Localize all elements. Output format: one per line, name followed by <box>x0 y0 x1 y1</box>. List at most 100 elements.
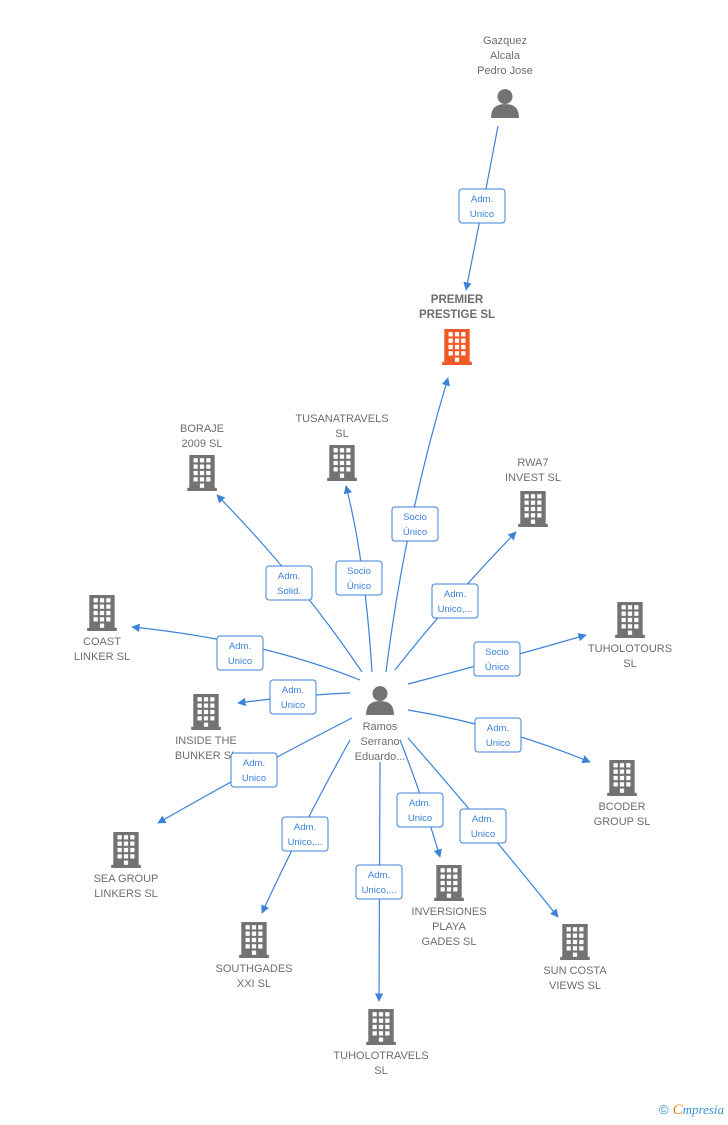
edge-role-label[interactable]: Adm. Unico <box>458 188 506 224</box>
node-southgades[interactable]: SOUTHGADES XXI SL <box>215 922 293 990</box>
edge-role-label[interactable]: Adm. Solid. <box>265 565 313 601</box>
edge-label-text: Adm. <box>278 571 300 582</box>
node-label: Alcala <box>490 50 521 62</box>
edge-label-box <box>216 635 264 671</box>
edge-role-label[interactable]: Adm. Unico <box>230 752 278 788</box>
edge-label-box <box>269 679 317 715</box>
footer-brand[interactable]: ©Cmpresia <box>659 1102 724 1119</box>
node-label: VIEWS SL <box>549 980 601 992</box>
node-label: Ramos <box>363 721 398 733</box>
person-icon <box>491 89 519 118</box>
node-label: 2009 SL <box>182 438 223 450</box>
edge-label-text: Unico <box>281 700 305 711</box>
node-label: RWA7 <box>517 457 548 469</box>
edge-label-box <box>265 565 313 601</box>
node-label: BCODER <box>598 801 645 813</box>
edge-label-text: Adm. <box>409 798 431 809</box>
edge-label-text: Adm. <box>471 194 493 205</box>
node-label: BORAJE <box>180 423 224 435</box>
edge-label-text: Adm. <box>368 870 390 881</box>
edge-label-text: Adm. <box>444 589 466 600</box>
brand-logo-text: mpresia <box>682 1102 724 1117</box>
node-label: SL <box>623 658 636 670</box>
person-icon <box>366 686 394 715</box>
node-label: LINKER SL <box>74 651 130 663</box>
edge-role-label[interactable]: Adm. Unico <box>459 808 507 844</box>
node-seagroup[interactable]: SEA GROUP LINKERS SL <box>94 832 159 900</box>
edge-label-text: Adm. <box>487 723 509 734</box>
edge-label-box <box>473 641 521 677</box>
edge-label-text: Socio <box>485 647 509 658</box>
edge-label-text: Unico,... <box>362 885 397 896</box>
node-label: SL <box>374 1065 387 1077</box>
node-label: TUHOLOTRAVELS <box>333 1050 428 1062</box>
edge-role-label[interactable]: Adm.Unico <box>216 635 264 671</box>
node-label: SEA GROUP <box>94 873 159 885</box>
edge-label-box <box>230 752 278 788</box>
edge-label-text: Adm. <box>229 641 251 652</box>
node-inside[interactable]: INSIDE THE BUNKER SL <box>175 694 237 762</box>
edge-label-text: Unico <box>486 738 510 749</box>
node-label: INSIDE THE <box>175 735 237 747</box>
edge-label-text: Socio <box>347 566 371 577</box>
edge-label-text: Adm. <box>243 758 265 769</box>
edge-label-box <box>335 560 383 596</box>
node-label: PRESTIGE SL <box>419 309 495 321</box>
node-label: Eduardo... <box>355 751 406 763</box>
edge-label-box <box>281 816 329 852</box>
edge-role-label[interactable]: Adm.Unico <box>396 792 444 828</box>
edge-role-label[interactable]: Adm.Unico <box>269 679 317 715</box>
edge-label-text: Solid. <box>277 586 301 597</box>
node-label: INVEST SL <box>505 472 561 484</box>
node-tuholotravels[interactable]: TUHOLOTRAVELS SL <box>333 1009 429 1077</box>
building-icon <box>191 694 221 730</box>
edge-role-label[interactable]: Adm. Unico <box>474 717 522 753</box>
edge-label-text: Unico,... <box>288 837 323 848</box>
node-label: TUHOLOTOURS <box>588 643 672 655</box>
building-icon <box>518 491 548 527</box>
edge-label-box <box>474 717 522 753</box>
node-boraje[interactable]: BORAJE 2009 SL <box>180 423 224 491</box>
building-icon <box>187 455 217 491</box>
node-label: LINKERS SL <box>94 888 158 900</box>
brand-logo-initial: C <box>672 1102 683 1118</box>
building-icon <box>615 602 645 638</box>
building-icon <box>607 760 637 796</box>
node-label: INVERSIONES <box>411 906 486 918</box>
edge-label-text: Unico <box>470 209 494 220</box>
building-icon <box>239 922 269 958</box>
edge-label-box <box>459 808 507 844</box>
node-label: Pedro Jose <box>477 65 533 77</box>
edge-label-text: Unico <box>471 829 495 840</box>
edge-label-box <box>458 188 506 224</box>
edge-role-label[interactable]: Adm.Unico,... <box>431 583 479 619</box>
node-label: PLAYA <box>432 921 466 933</box>
node-label: Gazquez <box>483 35 527 47</box>
node-label: COAST <box>83 636 121 648</box>
edge-label-text: Adm. <box>472 814 494 825</box>
building-icon <box>87 595 117 631</box>
node-coast[interactable]: COAST LINKER SL <box>74 595 130 663</box>
node-tuholotours[interactable]: TUHOLOTOURS SL <box>588 602 672 670</box>
edge-role-label[interactable]: Adm. Unico,... <box>355 864 403 900</box>
node-label: BUNKER SL <box>175 750 237 762</box>
node-ramos[interactable]: RamosSerranoEduardo... <box>355 686 406 763</box>
node-label: SOUTHGADES <box>215 963 292 975</box>
node-label: XXI SL <box>237 978 271 990</box>
edge-label-text: Unico <box>242 773 266 784</box>
edge-label-box <box>355 864 403 900</box>
node-label: TUSANATRAVELS <box>295 413 388 425</box>
edge-role-label[interactable]: Adm. Unico,... <box>281 816 329 852</box>
edge-label-text: Adm. <box>294 822 316 833</box>
